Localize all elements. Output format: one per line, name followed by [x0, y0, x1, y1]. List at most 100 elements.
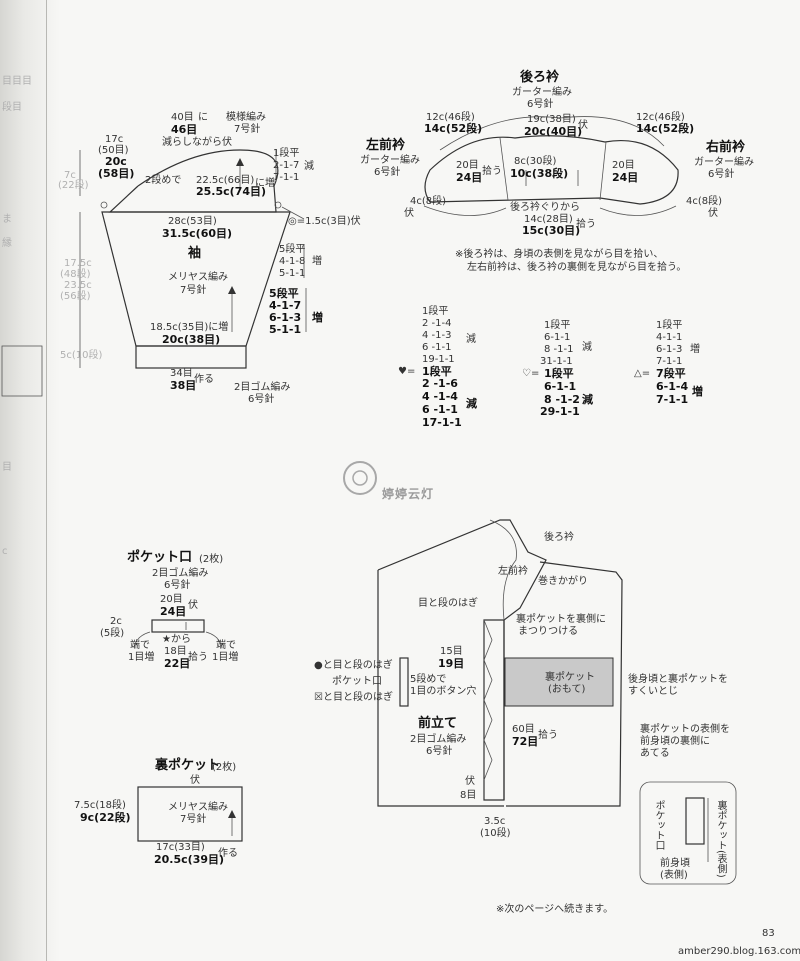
front-pick: 拾う — [538, 730, 558, 741]
pocket-opening-left — [133, 631, 151, 649]
front-left-edge — [377, 570, 504, 807]
gutter-text: 目 — [2, 462, 12, 473]
sleeve-cast-label: 作る — [194, 374, 214, 385]
front-seam: 目と段のはぎ — [418, 598, 478, 609]
club-a-1: 6-1-1 — [544, 332, 571, 343]
sleeve-dec-label: 減 — [304, 161, 314, 172]
collar-l12c: 12c(46段) — [426, 112, 475, 123]
front-inner-face: 裏ポケットの表側を — [640, 724, 730, 735]
sleeve-inc-b4: 4-1-7 — [269, 299, 302, 312]
pocket-opening-end-l2: 1目増 — [128, 652, 155, 663]
collar-l20: 20目 — [456, 160, 479, 171]
club-b-3: 29-1-1 — [540, 405, 580, 418]
sleeve-dec-7: 7-1-1 — [273, 172, 300, 183]
sleeve-cast-34: 34目 — [170, 368, 193, 379]
front-r15: 15目 — [440, 646, 463, 657]
sleeve-top-dec: 減らしながら伏 — [162, 137, 232, 148]
sleeve-top-ni: に — [198, 112, 208, 123]
inset-box — [639, 781, 737, 885]
gutter-text: 目目目 — [2, 76, 32, 87]
inner-pocket-w17: 17c(33目) — [156, 842, 205, 853]
collar-r24: 24目 — [612, 171, 639, 184]
sleeve-cuff — [135, 345, 247, 369]
collar-l4c-fu: 伏 — [404, 208, 414, 219]
pocket-opening-title: ポケット口 — [127, 550, 193, 565]
heart-b-0: 1段平 — [422, 365, 452, 378]
front-m72: 72目 — [512, 735, 539, 748]
collar-c10: 10c(38段) — [510, 167, 569, 180]
sleeve-cuff-20: 20c(38目) — [162, 333, 221, 346]
pocket-opening-stitch: 2目ゴム編み — [152, 568, 209, 579]
collar-note2: 左右前衿は、後ろ衿の裏側を見ながら目を拾う。 — [467, 262, 687, 273]
sleeve-pattern-needle: 7号針 — [234, 124, 261, 135]
sleeve-every2: 2段めで — [145, 175, 182, 186]
sleeve-rib-needle: 6号針 — [248, 394, 275, 405]
sleeve-body-175: 17.5c — [64, 258, 92, 269]
sleeve-left-17c: 17c — [105, 134, 124, 145]
gutter-box — [1, 345, 43, 397]
sleeve-width-315: 31.5c(60目) — [162, 227, 233, 240]
club-a-label: 減 — [582, 342, 592, 353]
front-sew-inner2: まつりつける — [518, 626, 579, 637]
heart-a-label: 減 — [466, 334, 476, 345]
pocket-opening-top2: 24目 — [160, 605, 187, 618]
sleeve-inc-b51: 5-1-1 — [269, 323, 302, 336]
club-a-0: 1段平 — [544, 320, 571, 331]
collar-c20: 20c(40目) — [524, 125, 583, 138]
collar-outline — [424, 135, 679, 205]
collar-l14c: 14c(52段) — [424, 122, 483, 135]
gutter-line — [46, 0, 47, 961]
front-dot-seam: ●と目と段のはぎ — [314, 660, 393, 671]
pocket-opening-fu: 伏 — [188, 600, 198, 611]
gutter-text: ま — [2, 214, 12, 225]
front-back-collar: 後ろ衿 — [544, 532, 574, 543]
book-gutter — [0, 0, 60, 961]
pocket-opening-star: ★から — [162, 634, 191, 645]
club-sym: ♡= — [522, 368, 540, 379]
pocket-opening-m22: 22目 — [164, 657, 191, 670]
footer-note: ※次のページへ続きます。 — [496, 904, 614, 915]
heart-b-4: 17-1-1 — [422, 416, 462, 429]
collar-r20: 20目 — [612, 160, 635, 171]
collar-l24: 24目 — [456, 171, 483, 184]
right-collar-stitch: ガーター編み — [694, 157, 754, 168]
collar-r4c-fu: 伏 — [708, 208, 718, 219]
sleeve-title: 袖 — [188, 246, 202, 261]
tri-a-2: 6-1-3 — [656, 344, 683, 355]
pocket-opening-right — [205, 631, 223, 649]
sleeve-inc4: 4-1-8 — [279, 256, 306, 267]
pocket-opening-top: 20目 — [160, 594, 183, 605]
tri-b-0: 7段平 — [656, 367, 686, 380]
collar-r12c: 12c(46段) — [636, 112, 685, 123]
heart-b-3: 6 -1-1 — [422, 403, 458, 416]
watermark-url: amber290.blog.163.com — [678, 946, 800, 957]
sleeve-circle-note: ◎=1.5c(3目)伏 — [288, 216, 361, 227]
pocket-opening-h2c: 2c — [110, 616, 122, 627]
front-inner-face3: あてる — [640, 748, 670, 759]
sleeve-inc-b6: 6-1-3 — [269, 311, 302, 324]
front-sew-inner: 裏ポケットを裏側に — [516, 614, 606, 625]
pocket-opening-end-l1: 端で — [130, 640, 150, 651]
heart-b-2: 4 -1-4 — [422, 390, 458, 403]
front-r19: 19目 — [438, 657, 465, 670]
sleeve-body-rows: (48段) — [60, 269, 91, 280]
inset-inner-label: 裏ポケット(表側) — [715, 800, 726, 878]
club-a-3: 31-1-1 — [540, 356, 573, 367]
inner-pocket-count: (2枚) — [212, 762, 237, 773]
sleeve-cuff-5: 5c(10段) — [60, 350, 103, 361]
front-pocket-open: ポケット口 — [332, 676, 382, 687]
sleeve-left-50: (50目) — [98, 145, 129, 156]
sleeve-pattern: 模様編み — [226, 112, 266, 123]
inner-pocket-h75: 7.5c(18段) — [74, 800, 126, 811]
collar-l-pick: 拾う — [482, 166, 502, 177]
sleeve-cuff-185: 18.5c(35目)に増 — [150, 322, 229, 333]
back-collar-needle: 6号針 — [527, 99, 554, 110]
sleeve-cap-7c: 7c — [64, 170, 76, 181]
sleeve-dec-2: 2-1-7 — [273, 160, 300, 171]
left-collar-stitch: ガーター編み — [360, 155, 420, 166]
sleeve-inc-label: 増 — [312, 256, 322, 267]
sleeve-arrow-head — [228, 286, 236, 294]
